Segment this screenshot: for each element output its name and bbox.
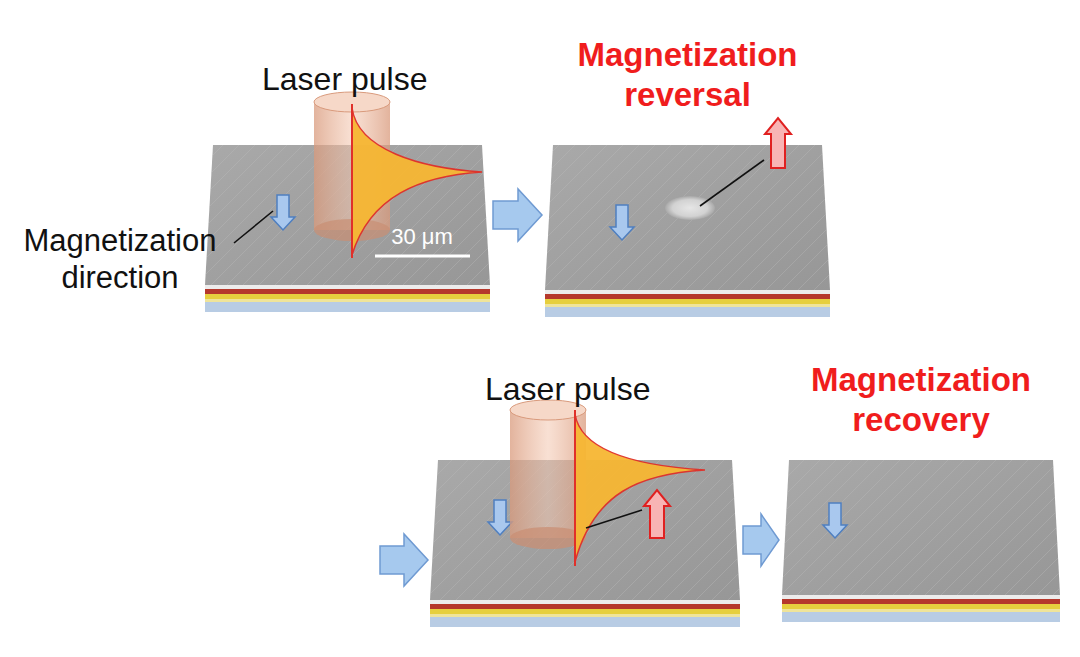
panel-heading: Magnetization recovery bbox=[782, 360, 1060, 439]
leader-line bbox=[234, 211, 273, 243]
sample-panel: Magnetization reversal bbox=[545, 35, 830, 320]
layer bbox=[545, 304, 830, 307]
process-arrow bbox=[743, 514, 779, 566]
magnetization-arrow bbox=[765, 118, 791, 168]
magnetization-arrow bbox=[271, 195, 295, 230]
slab-surface bbox=[545, 145, 830, 290]
layer bbox=[545, 307, 830, 317]
layer bbox=[430, 604, 740, 609]
pulse-axis bbox=[574, 410, 576, 566]
layer bbox=[430, 617, 740, 627]
layer bbox=[430, 614, 740, 617]
layer bbox=[205, 289, 490, 294]
layer bbox=[205, 302, 490, 312]
label-holder: Magnetization direction bbox=[5, 222, 235, 296]
laser-pulse-profile bbox=[575, 414, 705, 562]
sample-panel: Laser pulse bbox=[205, 60, 490, 315]
layer bbox=[782, 609, 1060, 612]
leader-line bbox=[700, 160, 764, 206]
layer bbox=[205, 294, 490, 299]
flow-arrow bbox=[380, 534, 428, 586]
scale-bar bbox=[375, 255, 470, 258]
layer bbox=[205, 285, 490, 289]
leader-line bbox=[586, 510, 642, 528]
sample-panel: Laser pulse bbox=[430, 370, 740, 630]
panel-heading: Magnetization reversal bbox=[545, 35, 830, 114]
layer bbox=[430, 600, 740, 604]
layer bbox=[545, 290, 830, 294]
sample-slab bbox=[545, 145, 830, 317]
layer bbox=[205, 299, 490, 302]
pulse-axis bbox=[351, 104, 353, 258]
panel-heading: Laser pulse bbox=[485, 370, 705, 408]
layer bbox=[782, 595, 1060, 599]
panel-heading: Laser pulse bbox=[262, 60, 482, 98]
laser-pulse-profile bbox=[352, 108, 482, 255]
layer bbox=[782, 612, 1060, 622]
slab-surface bbox=[782, 460, 1060, 595]
magnetization-arrow bbox=[610, 205, 634, 240]
magnetization-arrow bbox=[644, 490, 670, 538]
layer bbox=[782, 599, 1060, 604]
scale-label: 30 μm bbox=[372, 224, 472, 250]
layer bbox=[545, 294, 830, 299]
sample-slab bbox=[782, 460, 1060, 622]
surface-texture bbox=[545, 145, 830, 290]
magnetization-arrow bbox=[488, 500, 512, 535]
reversed-domain bbox=[665, 196, 715, 220]
annotation-label: Magnetization direction bbox=[5, 222, 235, 296]
layer bbox=[430, 609, 740, 614]
surface-texture bbox=[782, 460, 1060, 595]
layer bbox=[782, 604, 1060, 609]
label-holder: 30 μm bbox=[372, 224, 472, 250]
sample-panel: Magnetization recovery bbox=[782, 360, 1060, 625]
layer bbox=[545, 299, 830, 304]
process-arrow bbox=[493, 189, 542, 241]
magnetization-arrow bbox=[823, 503, 847, 538]
